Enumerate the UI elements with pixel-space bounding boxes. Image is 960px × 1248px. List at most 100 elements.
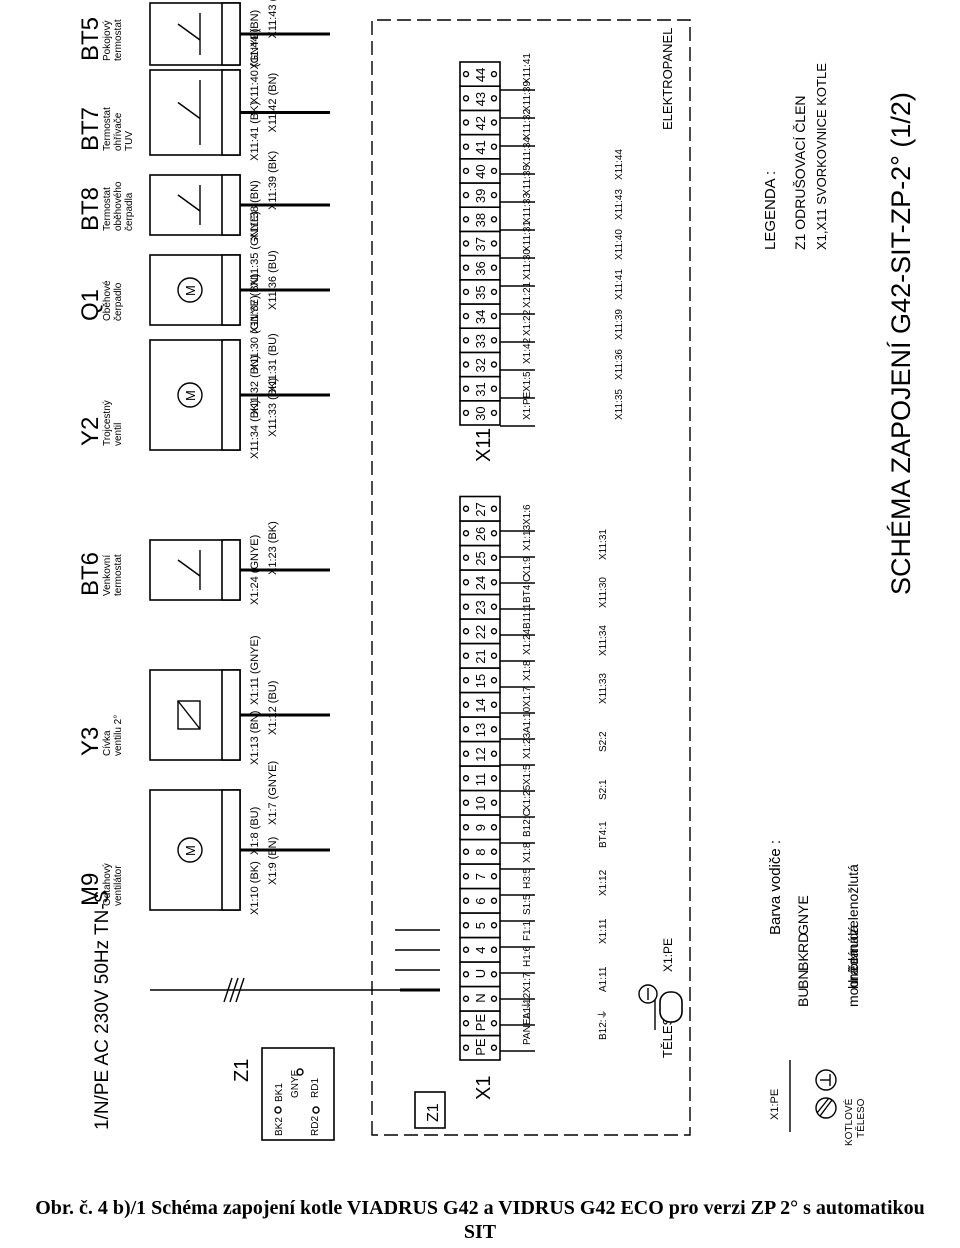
terminal-number: 32: [473, 358, 488, 372]
wire-color-name: černá: [845, 936, 861, 971]
terminal: N: [459, 985, 501, 1012]
terminal-number: 6: [473, 898, 488, 905]
x1-inner-label: X1:25: [522, 784, 533, 811]
wire-color-name: modrá: [845, 967, 861, 1007]
terminal: 44: [459, 61, 501, 87]
boiler-body-ground: X1:PE KOTLOVÉ TĚLESO: [769, 1060, 867, 1146]
terminal-number: 4: [473, 947, 488, 954]
device-terminal-block: [221, 174, 241, 236]
terminal-number: 9: [473, 824, 488, 831]
z1-pin-gnye: GNYE: [290, 1069, 301, 1098]
x11-name: X11: [473, 428, 495, 462]
terminal: 36: [459, 254, 501, 281]
device-wire-label: X1:23 (BK): [267, 521, 279, 575]
terminal: 14: [459, 691, 501, 718]
device-id: Y2: [77, 417, 104, 446]
device-wire-label: X1:13 (BN): [249, 711, 261, 765]
device-wire-label: X11:31 (BU): [267, 333, 279, 393]
terminal: 8: [459, 838, 501, 865]
terminal: 42: [459, 109, 501, 136]
device-id: BT7: [77, 107, 104, 151]
x11-inner-label: X1:5: [522, 371, 533, 392]
x1pe-label: X1:PE: [661, 938, 675, 972]
terminal: 23: [459, 593, 501, 620]
x1-outer-label: S2:1: [598, 779, 609, 800]
motor-letter: M: [183, 285, 198, 296]
terminal-number: 10: [473, 796, 488, 810]
x11-outer-label: X11:43: [614, 189, 625, 220]
device-terminal-block: [221, 789, 241, 911]
wire-color-code: BK: [795, 952, 811, 971]
device-wire-label: X11:38 (BN): [249, 180, 261, 240]
caption-line-2: SIT: [463, 1221, 497, 1243]
x11-inner-label: X11:39: [522, 81, 533, 112]
terminal-number: 41: [473, 140, 488, 154]
terminal-number: 13: [473, 723, 488, 737]
x1-outer-label: X11:34: [598, 625, 609, 656]
motor-letter: M: [183, 845, 198, 856]
wire-color-name: hnědá: [845, 950, 861, 989]
x11-outer-label: X11:39: [614, 309, 625, 340]
x1-inner-label: X1:5: [522, 764, 533, 785]
terminal-number: 43: [473, 92, 488, 106]
terminal-number: 7: [473, 873, 488, 880]
x11-inner-label: X11:32: [522, 109, 533, 140]
terminal-number: U: [473, 969, 488, 978]
kotlove-label: KOTLOVÉ: [842, 1098, 855, 1146]
x11-outer-label: X11:36: [614, 349, 625, 380]
x1-inner-label: X1:6: [522, 504, 533, 525]
x11-inner-label: X11:31: [522, 221, 533, 252]
x11-inner-label: X11:35: [522, 165, 533, 196]
z1-pin-rd2: RD2: [310, 1116, 321, 1136]
x1-inner-label: X1:13: [522, 524, 533, 551]
device-id: Q1: [77, 289, 104, 321]
x1-inner-label: X1:8: [522, 842, 533, 863]
z1-pin-bk2: BK2: [274, 1117, 285, 1136]
z1-pin-bk1: BK1: [274, 1083, 285, 1102]
terminal-number: 42: [473, 116, 488, 130]
terminal: 39: [459, 182, 501, 209]
terminal: 30: [459, 399, 501, 426]
x1-outer-label: BT4:1: [598, 821, 609, 848]
terminal-number: 36: [473, 261, 488, 275]
terminal-number: PE: [473, 1038, 488, 1056]
terminal: 10: [459, 789, 501, 816]
x11-inner-label: X11:30: [522, 249, 533, 280]
z1-panel-box: [414, 1091, 446, 1129]
x1-inner-label: X1:8: [522, 660, 533, 681]
terminal: 7: [459, 863, 501, 890]
device-id: Y3: [77, 727, 104, 756]
terminal: 15: [459, 667, 501, 694]
legend-item-z1: Z1 ODRUŠOVACÍ ČLEN: [792, 95, 808, 250]
x11-inner-label: X11:34: [522, 137, 533, 168]
x1-outer-label: A1:11: [598, 966, 609, 992]
x1-outer-label: S2:2: [598, 731, 609, 752]
device-desc: Venkovní: [102, 555, 113, 596]
terminal: 37: [459, 230, 501, 257]
z1-panel-label: Z1: [425, 1103, 442, 1122]
x11-outer-label: X11:44: [614, 149, 625, 180]
device-desc: ventil: [113, 423, 124, 446]
device-wire-label: X1:10 (BK): [249, 861, 261, 915]
terminal: PE: [459, 1010, 501, 1037]
device-desc: Pokojový: [102, 20, 113, 61]
device-desc: TUV: [124, 131, 135, 151]
terminal: 5: [459, 912, 501, 939]
x1-outer-label: X11:30: [598, 577, 609, 608]
device-wire-label: X11:42 (BN): [267, 73, 279, 133]
device-desc: Odtahový: [102, 863, 113, 906]
x1pe-ground-label: X1:PE: [769, 1089, 781, 1120]
x1-inner-label: X1:24: [522, 628, 533, 655]
wire-color-name: rudá: [845, 925, 861, 953]
x1-inner-label: PANEL:⏚: [521, 1000, 533, 1045]
terminal-number: N: [473, 993, 488, 1002]
x1-inner-label: F1:1: [522, 921, 533, 941]
wire-color-code: RD: [795, 933, 811, 953]
terminal-number: 40: [473, 164, 488, 178]
x1-outer-label: X11:33: [598, 673, 609, 704]
z1-pin-rd1: RD1: [310, 1078, 321, 1098]
device-id: BT8: [77, 187, 104, 231]
